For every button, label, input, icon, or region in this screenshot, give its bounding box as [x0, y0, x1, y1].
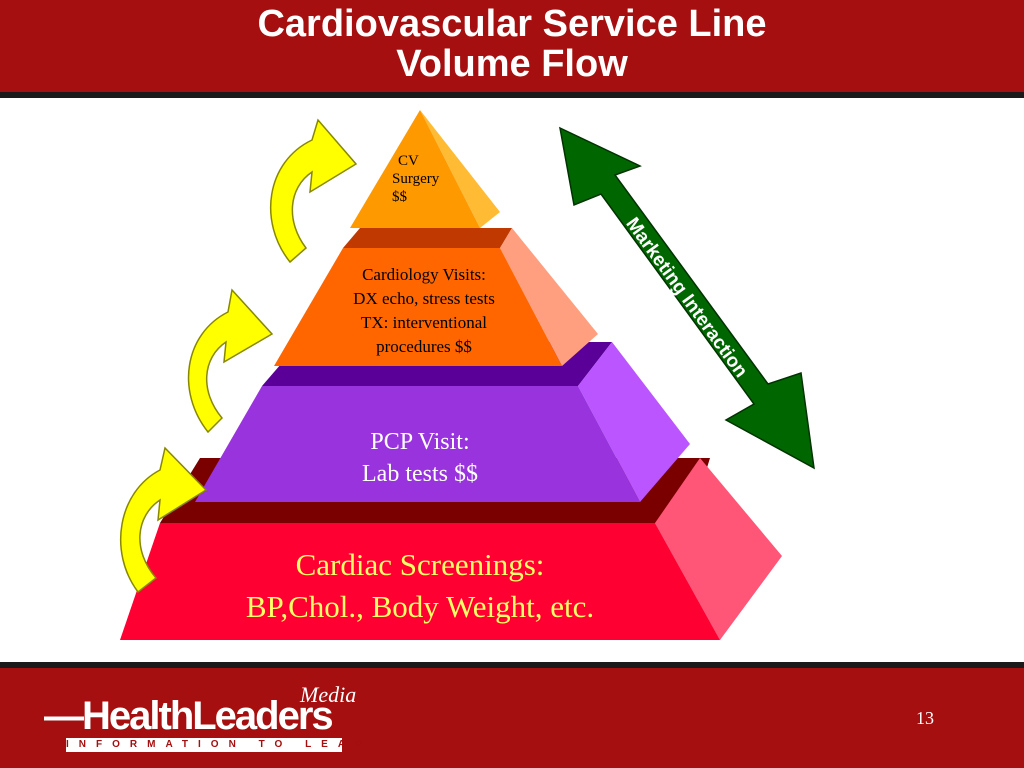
cv-surgery-line-3: $$ — [392, 189, 407, 205]
cv-surgery-line-2: Surgery — [392, 171, 440, 187]
screenings-side-face — [655, 458, 782, 640]
pcp-line-1: PCP Visit: — [370, 429, 470, 455]
pcp-line-2: Lab tests $$ — [362, 461, 478, 487]
marketing-arrow-label: Marketing Interaction — [621, 214, 751, 382]
surgery-front-face — [350, 110, 480, 228]
cardiology-line-4: procedures $$ — [376, 337, 472, 356]
logo-brand-text: —HealthLeaders — [44, 694, 334, 738]
flow-arrow-1-shape — [119, 446, 208, 594]
screenings-line-2: BP,Chol., Body Weight, etc. — [245, 589, 595, 624]
logo-tagline: INFORMATION TO LEAD — [66, 738, 373, 752]
screenings-line-1: Cardiac Screenings: — [295, 547, 545, 582]
pcp-side-face — [578, 342, 690, 502]
flow-arrow-3-shape — [269, 118, 358, 264]
logo-media-text: Media — [300, 682, 357, 707]
logo-brand-name: HealthLeaders — [82, 694, 334, 738]
cardiology-line-3: TX: interventional — [360, 313, 488, 332]
tier-cv-surgery — [350, 110, 500, 228]
cardiology-line-1: Cardiology Visits: — [362, 265, 486, 284]
footer-divider — [0, 662, 1024, 668]
tier-cardiology-visits — [274, 228, 598, 366]
cv-surgery-label: CV Surgery $$ — [388, 152, 468, 206]
page-number: 13 — [916, 708, 934, 728]
pcp-visit-label: PCP Visit: Lab tests $$ — [300, 426, 540, 490]
flow-arrow-2 — [187, 288, 274, 434]
slide-title-line-1: Cardiovascular Service Line — [257, 3, 767, 45]
marketing-arrow-shape — [559, 126, 815, 470]
slide-title: Cardiovascular Service Line Volume Flow — [0, 4, 1024, 84]
header-divider — [0, 92, 1024, 98]
flow-arrow-1 — [119, 446, 208, 594]
surgery-side-face — [420, 110, 500, 228]
cardiology-line-2: DX echo, stress tests — [353, 289, 495, 308]
healthleaders-logo: Media —HealthLeaders INFORMATION TO LEAD — [44, 682, 373, 752]
screenings-front-face — [120, 523, 720, 640]
cardiology-front-face — [274, 248, 562, 366]
slide-title-line-2: Volume Flow — [396, 43, 628, 85]
pcp-front-face — [195, 386, 640, 502]
header-bar — [0, 0, 1024, 92]
cardiology-visits-label: Cardiology Visits: DX echo, stress tests… — [318, 263, 530, 359]
cv-surgery-line-1: CV — [398, 153, 419, 169]
cardiology-side-face — [500, 228, 598, 366]
flow-arrow-2-shape — [187, 288, 274, 434]
cardiac-screenings-label: Cardiac Screenings: BP,Chol., Body Weigh… — [160, 544, 680, 628]
cardiology-top-face — [343, 228, 512, 248]
flow-arrow-3 — [269, 118, 358, 264]
